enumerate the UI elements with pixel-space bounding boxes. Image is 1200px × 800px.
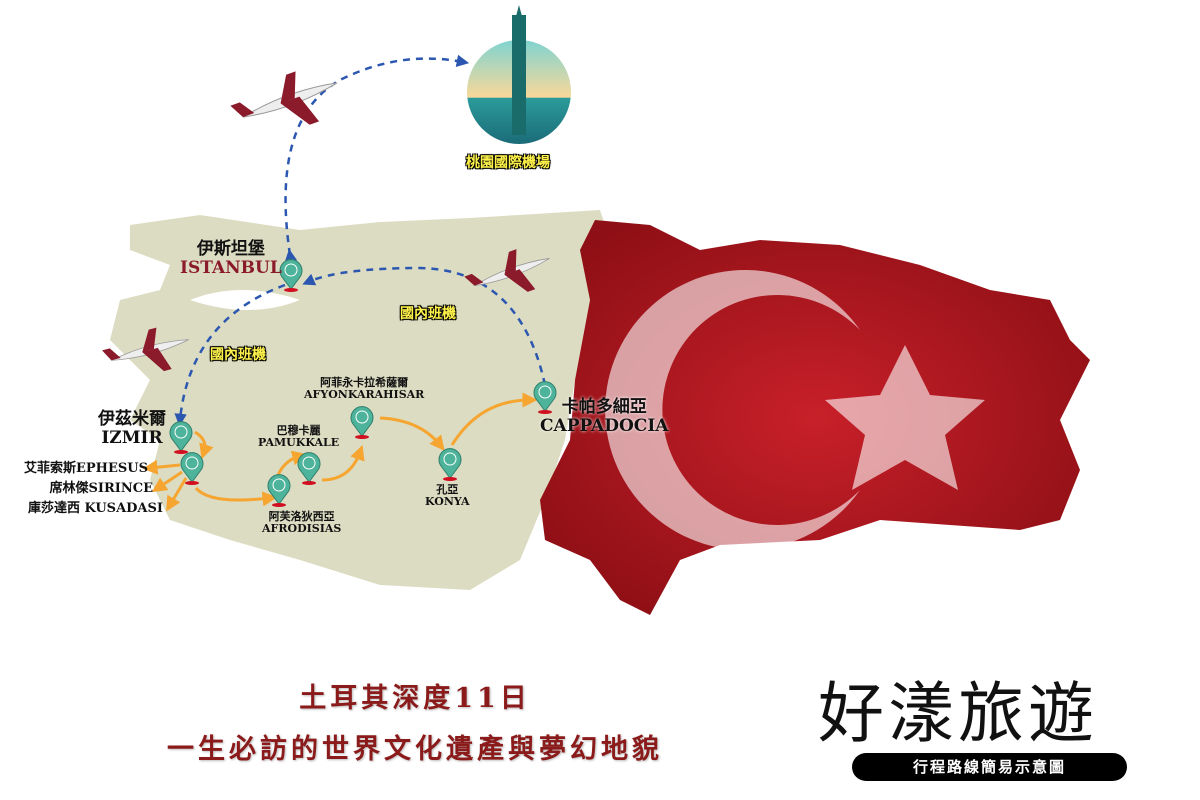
city-en: AFYONKARAHISAR [304,388,425,402]
flight-cappadocia-istanbul [302,266,547,386]
tour-subtitle: 一生必訪的世界文化遺產與夢幻地貌 [167,734,663,765]
tour-title: 土耳其深度11日 [299,683,531,714]
crescent-icon [605,270,860,550]
stop-ephesus: 艾菲索斯EPHESUS [24,461,148,476]
city-zh: 阿菲永卡拉希薩爾 [320,376,409,389]
city-zh: 巴穆卡麗 [276,424,321,437]
pin-istanbul-icon [279,259,303,292]
brand-logo: 好漾旅遊 [818,675,1098,752]
city-en: AFRODISIAS [262,522,342,536]
airport-label: 桃園國際機場 [466,155,550,171]
city-en: ISTANBUL [180,257,282,278]
stop-kusadasi: 庫莎達西 KUSADASI [27,501,163,516]
domestic-flight-label: 國內班機 [210,347,266,363]
pin-konya-icon [438,448,462,481]
city-en: PAMUKKALE [258,436,340,450]
brand-subtitle: 行程路線簡易示意圖 [852,753,1127,781]
stop-sirince: 席林傑SIRINCE [49,481,154,496]
pin-afyon-icon [350,406,374,439]
city-zh: 伊斯坦堡 [196,239,265,259]
city-zh: 阿芙洛狄西亞 [268,510,335,523]
city-zh: 伊茲米爾 [98,409,166,429]
taoyuan-airport-icon [467,5,571,144]
pin-afrodisias-icon [267,474,291,507]
city-en: KONYA [425,495,470,509]
flight-istanbul-izmir [174,283,286,427]
city-zh: 孔亞 [436,483,459,496]
city-en: IZMIR [101,427,163,448]
pin-pamukkale-icon [297,452,321,485]
pin-cappadocia-icon [533,381,557,414]
city-zh: 卡帕多細亞 [561,397,647,417]
domestic-flight-label: 國內班機 [400,306,456,322]
plane-icon [230,71,338,125]
star-icon [825,345,985,490]
pin-ephesus-icon [180,452,204,485]
sea-of-marmara [190,290,300,310]
plane-icon [102,327,189,372]
pin-izmir-icon [169,421,193,454]
plane-icon [464,249,550,292]
city-en: CAPPADOCIA [540,415,669,436]
